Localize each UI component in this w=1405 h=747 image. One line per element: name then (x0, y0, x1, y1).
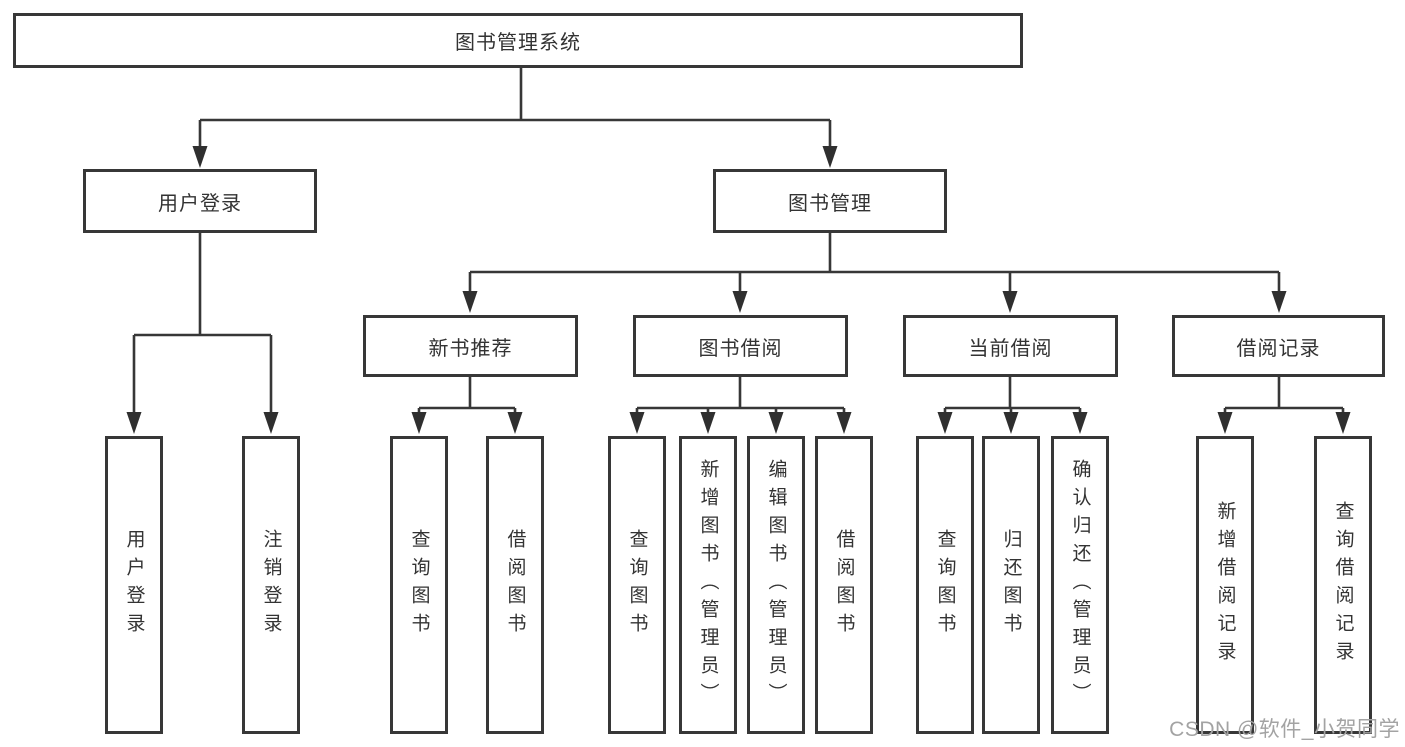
node-book-borrow: 图书借阅 (633, 315, 848, 377)
node-label: 新增图书（管理员） (697, 459, 719, 711)
node-label: 确认归还（管理员） (1069, 459, 1091, 711)
node-user-login: 用户登录 (83, 169, 317, 233)
node-leaf-confirm-return-admin: 确认归还（管理员） (1051, 436, 1109, 734)
node-leaf-edit-book-admin: 编辑图书（管理员） (747, 436, 805, 734)
node-label: 新增借阅记录 (1214, 501, 1236, 669)
node-leaf-return-book: 归还图书 (982, 436, 1040, 734)
csdn-watermark: CSDN @软件_小贺同学 (1169, 718, 1400, 741)
node-label: 图书管理 (788, 192, 872, 215)
node-label: 新书推荐 (428, 337, 513, 360)
node-label: 查询图书 (408, 529, 430, 641)
node-label: 当前借阅 (968, 337, 1053, 360)
node-new-book-recommend: 新书推荐 (363, 315, 578, 377)
node-current-borrow: 当前借阅 (903, 315, 1118, 377)
node-leaf-query-books-recommend: 查询图书 (390, 436, 448, 734)
node-book-management: 图书管理 (713, 169, 947, 233)
node-leaf-add-book-admin: 新增图书（管理员） (679, 436, 737, 734)
node-label: 查询借阅记录 (1332, 501, 1354, 669)
node-borrow-records: 借阅记录 (1172, 315, 1385, 377)
node-label: 注销登录 (260, 529, 282, 641)
node-leaf-user-login-action: 用户登录 (105, 436, 163, 734)
node-leaf-query-books-current: 查询图书 (916, 436, 974, 734)
node-label: 借阅记录 (1236, 337, 1321, 360)
node-label: 用户登录 (158, 192, 242, 215)
node-label: 查询图书 (626, 529, 648, 641)
node-label: 编辑图书（管理员） (765, 459, 787, 711)
node-leaf-query-books-borrow: 查询图书 (608, 436, 666, 734)
node-leaf-query-borrow-record: 查询借阅记录 (1314, 436, 1372, 734)
node-leaf-borrow-books-recommend: 借阅图书 (486, 436, 544, 734)
node-label: 图书管理系统 (455, 32, 581, 54)
node-label: 归还图书 (1000, 529, 1022, 641)
node-leaf-borrow-books: 借阅图书 (815, 436, 873, 734)
node-label: 查询图书 (934, 529, 956, 641)
node-label: 用户登录 (123, 529, 145, 641)
node-system-root: 图书管理系统 (13, 13, 1023, 68)
node-leaf-logout-action: 注销登录 (242, 436, 300, 734)
node-label: 图书借阅 (698, 337, 783, 360)
node-label: 借阅图书 (833, 529, 855, 641)
node-leaf-add-borrow-record: 新增借阅记录 (1196, 436, 1254, 734)
node-label: 借阅图书 (504, 529, 526, 641)
